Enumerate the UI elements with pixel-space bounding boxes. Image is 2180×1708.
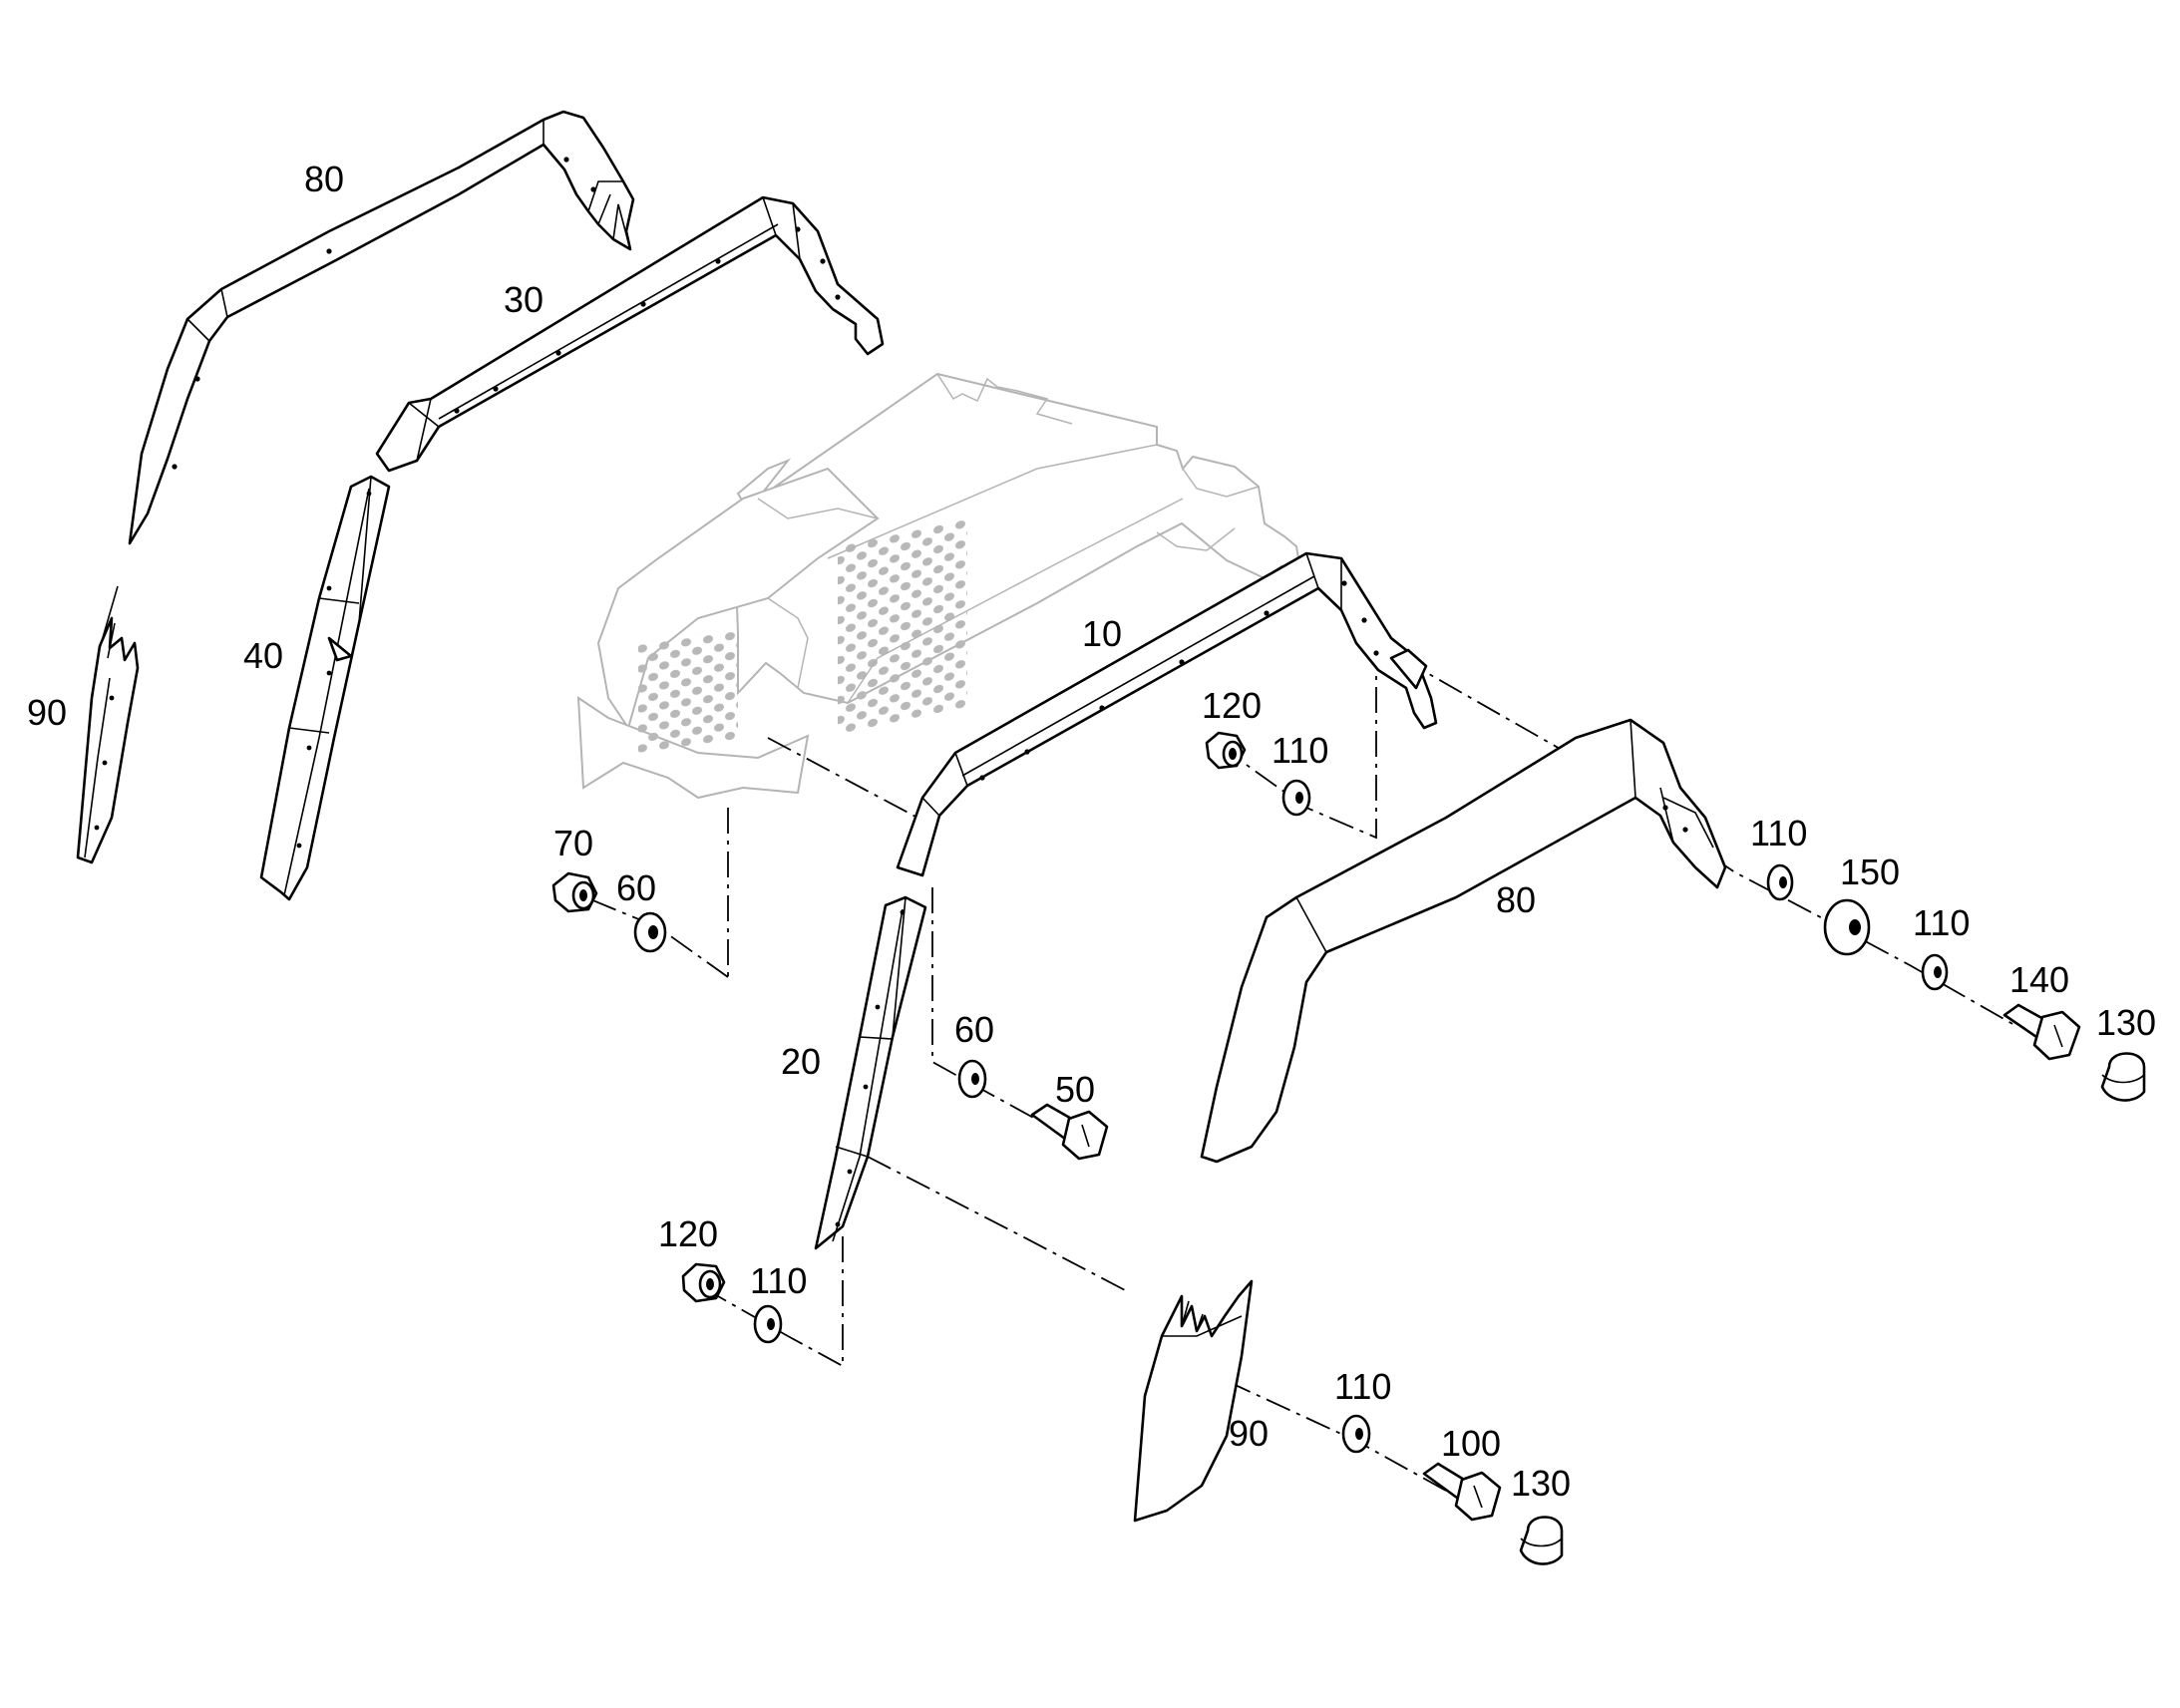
callout-60-washer-mid: 60 (954, 1009, 994, 1050)
callout-150-spacer: 150 (1840, 852, 1900, 892)
callout-90-deflector-front: 90 (1229, 1413, 1269, 1454)
callout-70-nut-left: 70 (553, 823, 593, 863)
washer-110-bottom (753, 1304, 783, 1344)
spacer-150 (1823, 898, 1871, 956)
callout-30-rail-upper-left: 30 (504, 279, 544, 320)
washer-110-r2 (1921, 953, 1949, 991)
callout-80-fender-top-left: 80 (304, 159, 344, 199)
bolt-100 (1422, 1462, 1502, 1522)
callout-120-nut-top: 120 (1202, 685, 1262, 726)
bolt-140 (2002, 1003, 2081, 1061)
callout-140-bolt: 140 (2009, 959, 2069, 1000)
base-frame (576, 372, 1300, 800)
callout-110-washer-r1: 110 (1750, 813, 1807, 854)
washer-110-front (1341, 1414, 1371, 1454)
cap-nut-130-right (2100, 1052, 2146, 1102)
washer-110-top (1281, 779, 1311, 817)
callout-60-washer-left: 60 (616, 867, 656, 908)
callout-130-cap-front: 130 (1511, 1463, 1571, 1504)
callout-110-washer-top: 110 (1272, 730, 1328, 771)
cap-nut-130-front (1519, 1516, 1564, 1565)
post-left (259, 475, 391, 901)
rail-front (896, 551, 1438, 877)
callout-130-cap-right: 130 (2096, 1002, 2156, 1043)
callout-10-rail-front: 10 (1082, 613, 1122, 654)
hex-nut-120-top (1205, 731, 1247, 770)
callout-100-bolt: 100 (1441, 1423, 1501, 1464)
callout-110-washer-bottom: 110 (750, 1260, 807, 1301)
rail-upper-left (375, 195, 885, 473)
callout-50-bolt: 50 (1055, 1069, 1095, 1110)
washer-60-left (633, 911, 667, 953)
callout-110-washer-front: 110 (1334, 1366, 1391, 1407)
callout-20-post-front: 20 (781, 1041, 821, 1082)
callout-120-nut-bottom: 120 (658, 1213, 718, 1254)
callout-80-fender-right: 80 (1496, 879, 1536, 920)
fender-right (1200, 718, 1727, 1164)
callout-labels: 80 30 40 90 10 120 110 70 60 80 110 150 … (27, 159, 2156, 1504)
deflector-left (76, 585, 140, 864)
washer-60-mid (957, 1059, 987, 1099)
deflector-front (1133, 1279, 1254, 1523)
callout-40-post-left: 40 (243, 635, 283, 676)
hex-nut-120-bottom (681, 1262, 726, 1303)
hex-nut-70-left (551, 871, 598, 913)
bolt-50 (1030, 1103, 1109, 1161)
washer-110-r1 (1766, 863, 1794, 901)
callout-110-washer-r2: 110 (1913, 902, 1970, 943)
callout-90-deflector-left: 90 (27, 692, 67, 733)
post-front (814, 895, 927, 1250)
fender-upper-left (128, 110, 635, 545)
